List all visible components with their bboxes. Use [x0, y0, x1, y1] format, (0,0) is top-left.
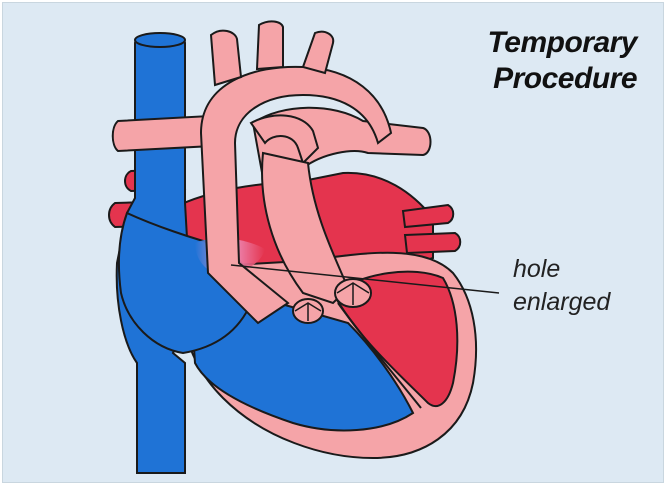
aortic-branch-1 — [211, 31, 241, 85]
vena-cava-opening — [135, 33, 185, 47]
aortic-branch-2 — [257, 21, 283, 69]
aortic-branch-3 — [303, 32, 333, 73]
hole-enlarged-label: hole enlarged — [513, 253, 610, 319]
title-line-1: Temporary — [488, 25, 637, 61]
label-line-1: hole — [513, 253, 610, 286]
pulmonary-vein-right-lower — [405, 233, 460, 253]
label-line-2: enlarged — [513, 286, 610, 319]
diagram-title: Temporary Procedure — [488, 25, 637, 97]
title-line-2: Procedure — [488, 61, 637, 97]
